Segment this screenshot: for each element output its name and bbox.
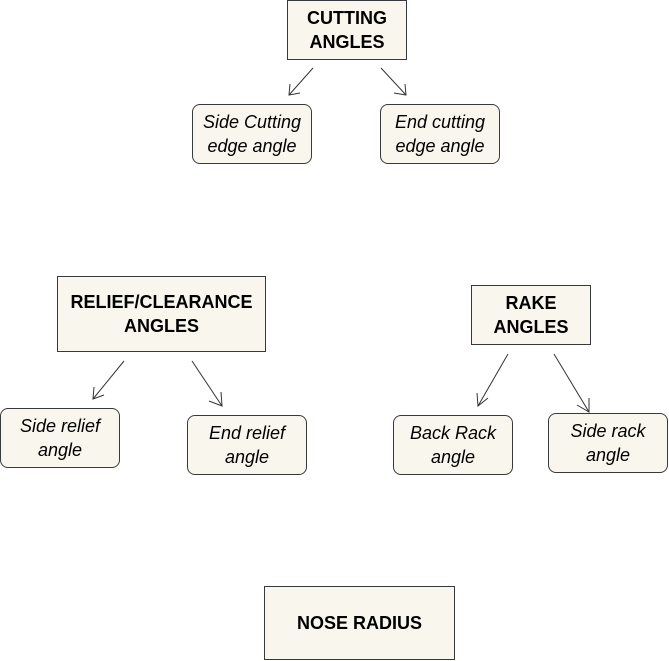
arrow-rake-to-back-rack [476, 353, 509, 407]
rake-angles-heading: RAKE ANGLES [471, 285, 591, 345]
arrow-relief-to-side-relief [92, 360, 125, 400]
arrow-rake-to-side-rack [553, 353, 590, 413]
cutting-angles-heading: CUTTING ANGLES [287, 0, 407, 60]
arrow-cutting-to-end-cutting [380, 67, 407, 96]
relief-clearance-angles-heading: RELIEF/CLEARANCE ANGLES [57, 276, 266, 352]
end-cutting-edge-angle-node: End cutting edge angle [380, 104, 500, 164]
end-relief-angle-node: End relief angle [187, 415, 307, 475]
side-cutting-edge-angle-node: Side Cutting edge angle [192, 104, 312, 164]
nose-radius-heading: NOSE RADIUS [264, 586, 455, 660]
back-rack-angle-node: Back Rack angle [393, 415, 513, 475]
arrow-cutting-to-side-cutting [288, 67, 314, 96]
arrow-relief-to-end-relief [191, 360, 223, 407]
side-rack-angle-node: Side rack angle [548, 413, 668, 473]
side-relief-angle-node: Side relief angle [0, 408, 120, 468]
